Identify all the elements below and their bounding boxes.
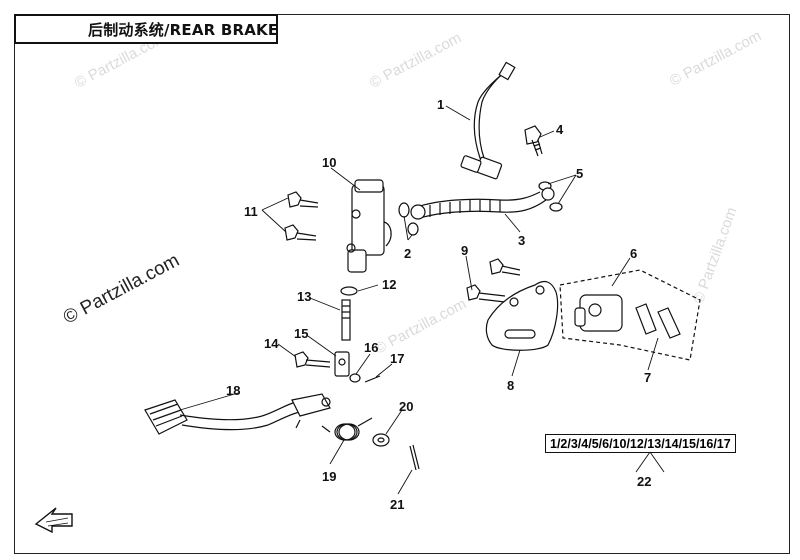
o-ring xyxy=(340,286,358,296)
push-rod xyxy=(341,299,351,341)
callout-16[interactable]: 16 xyxy=(364,340,379,355)
brake-pedal xyxy=(144,393,331,435)
callout-11[interactable]: 11 xyxy=(244,204,258,219)
washer xyxy=(398,202,410,218)
caliper-group-outline xyxy=(559,269,701,361)
callout-10[interactable]: 10 xyxy=(322,155,337,170)
callout-19[interactable]: 19 xyxy=(322,469,337,484)
callout-5[interactable]: 5 xyxy=(576,166,584,181)
washer xyxy=(372,433,390,447)
clevis xyxy=(334,351,350,377)
callout-22[interactable]: 22 xyxy=(637,474,652,489)
mounting-bolt xyxy=(287,191,319,208)
callout-9[interactable]: 9 xyxy=(461,243,469,258)
direction-arrow-icon xyxy=(34,507,73,534)
callout-12[interactable]: 12 xyxy=(382,277,397,292)
washer xyxy=(549,202,563,212)
callout-7[interactable]: 7 xyxy=(644,370,652,385)
caliper-bolt xyxy=(466,284,506,303)
kit-parts-box: 1/2/3/4/5/6/10/12/13/14/15/16/17 xyxy=(545,434,736,453)
callout-2[interactable]: 2 xyxy=(404,246,412,261)
cotter-pin xyxy=(364,375,381,383)
diagram-title: 后制动系统/REAR BRAKE xyxy=(14,14,278,44)
brake-pads xyxy=(635,303,681,339)
brake-hose xyxy=(410,187,555,220)
callout-3[interactable]: 3 xyxy=(518,233,526,248)
caliper-bolt xyxy=(489,258,521,276)
callout-20[interactable]: 20 xyxy=(399,399,414,414)
washer-hole xyxy=(377,437,385,443)
callout-17[interactable]: 17 xyxy=(390,351,405,366)
brake-caliper xyxy=(574,294,623,332)
callout-1[interactable]: 1 xyxy=(437,97,445,112)
diagram-border xyxy=(14,14,790,554)
washer xyxy=(349,373,361,383)
callout-18[interactable]: 18 xyxy=(226,383,241,398)
clevis-pin xyxy=(294,351,331,368)
leader-lines xyxy=(179,105,665,495)
callout-6[interactable]: 6 xyxy=(630,246,638,261)
split-pin xyxy=(409,444,420,471)
callout-21[interactable]: 21 xyxy=(390,497,405,512)
callout-8[interactable]: 8 xyxy=(507,378,515,393)
callout-13[interactable]: 13 xyxy=(297,289,312,304)
callout-15[interactable]: 15 xyxy=(294,326,309,341)
callout-14[interactable]: 14 xyxy=(264,336,279,351)
return-spring xyxy=(321,417,373,441)
brake-light-switch-wire xyxy=(460,61,516,180)
banjo-bolt xyxy=(524,125,543,157)
mounting-bolt xyxy=(284,224,317,241)
washer xyxy=(407,222,419,236)
master-cylinder xyxy=(346,179,392,273)
caliper-bracket xyxy=(485,280,559,351)
callout-4[interactable]: 4 xyxy=(556,122,564,137)
